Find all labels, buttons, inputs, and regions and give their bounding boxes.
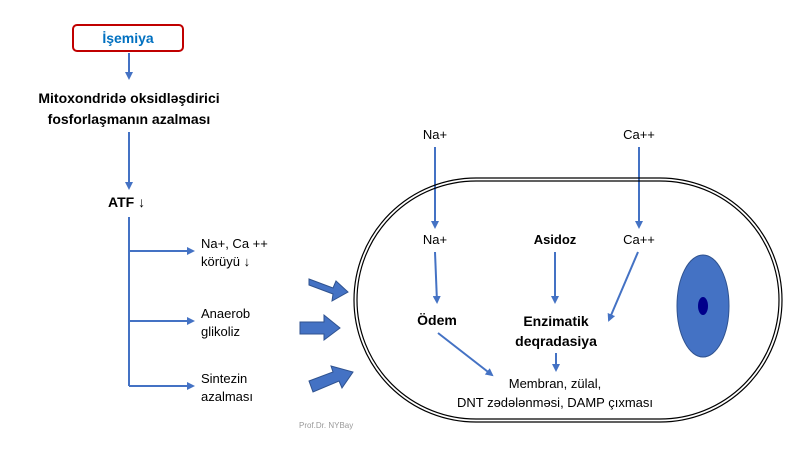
branch-line: Anaerob (201, 306, 251, 321)
result-line-1: Membran, zülal, (508, 376, 602, 391)
arrow-odem-result (437, 332, 494, 377)
arrow-na-odem (432, 251, 441, 304)
big-arrow-3 (308, 365, 354, 393)
branch-ion-pump: Na+, Ca ++ körüyü ↓ (201, 235, 268, 271)
watermark: Prof.Dr. NYBay (299, 421, 354, 430)
result-label: Membran, zülal, DNT zədələnməsi, DAMP çı… (457, 374, 653, 412)
result-line-2: DNT zədələnməsi, DAMP çıxması (456, 395, 654, 410)
branch-line: Na+, Ca ++ (201, 236, 268, 251)
mito-text: Mitoxondridə oksidləşdirici fosforlaşman… (38, 88, 219, 130)
mito-line-1: Mitoxondridə oksidləşdirici (38, 90, 220, 106)
arrow-ca-enzim (607, 251, 639, 322)
branch-synthesis: Sintezin azalması (201, 370, 253, 406)
big-arrow-1 (308, 278, 349, 302)
ca-outside: Ca++ (623, 127, 655, 142)
enzim-line-1: Enzimatik (523, 313, 589, 329)
branch-line: azalması (201, 389, 254, 404)
asidoz-label: Asidoz (533, 232, 577, 247)
ca-inside: Ca++ (623, 232, 655, 247)
na-outside: Na+ (422, 127, 448, 142)
ischemia-label: İşemiya (102, 30, 154, 46)
na-inside: Na+ (422, 232, 448, 247)
enzim-label: Enzimatik deqradasiya (515, 311, 597, 351)
odem-label: Ödem (417, 312, 457, 328)
big-arrow-2 (299, 313, 341, 341)
branch-line: glikoliz (201, 324, 241, 339)
enzim-line-2: deqradasiya (515, 333, 597, 349)
nucleus (676, 254, 730, 358)
branch-line: Sintezin (201, 371, 248, 386)
atf-label: ATF ↓ (108, 194, 146, 210)
branch-anaerobic: Anaerob glikoliz (201, 305, 250, 341)
branch-line: körüyü ↓ (201, 254, 251, 269)
mito-line-2: fosforlaşmanın azalması (47, 111, 211, 127)
ischemia-box: İşemiya (72, 24, 184, 52)
cell-membrane (353, 177, 783, 423)
